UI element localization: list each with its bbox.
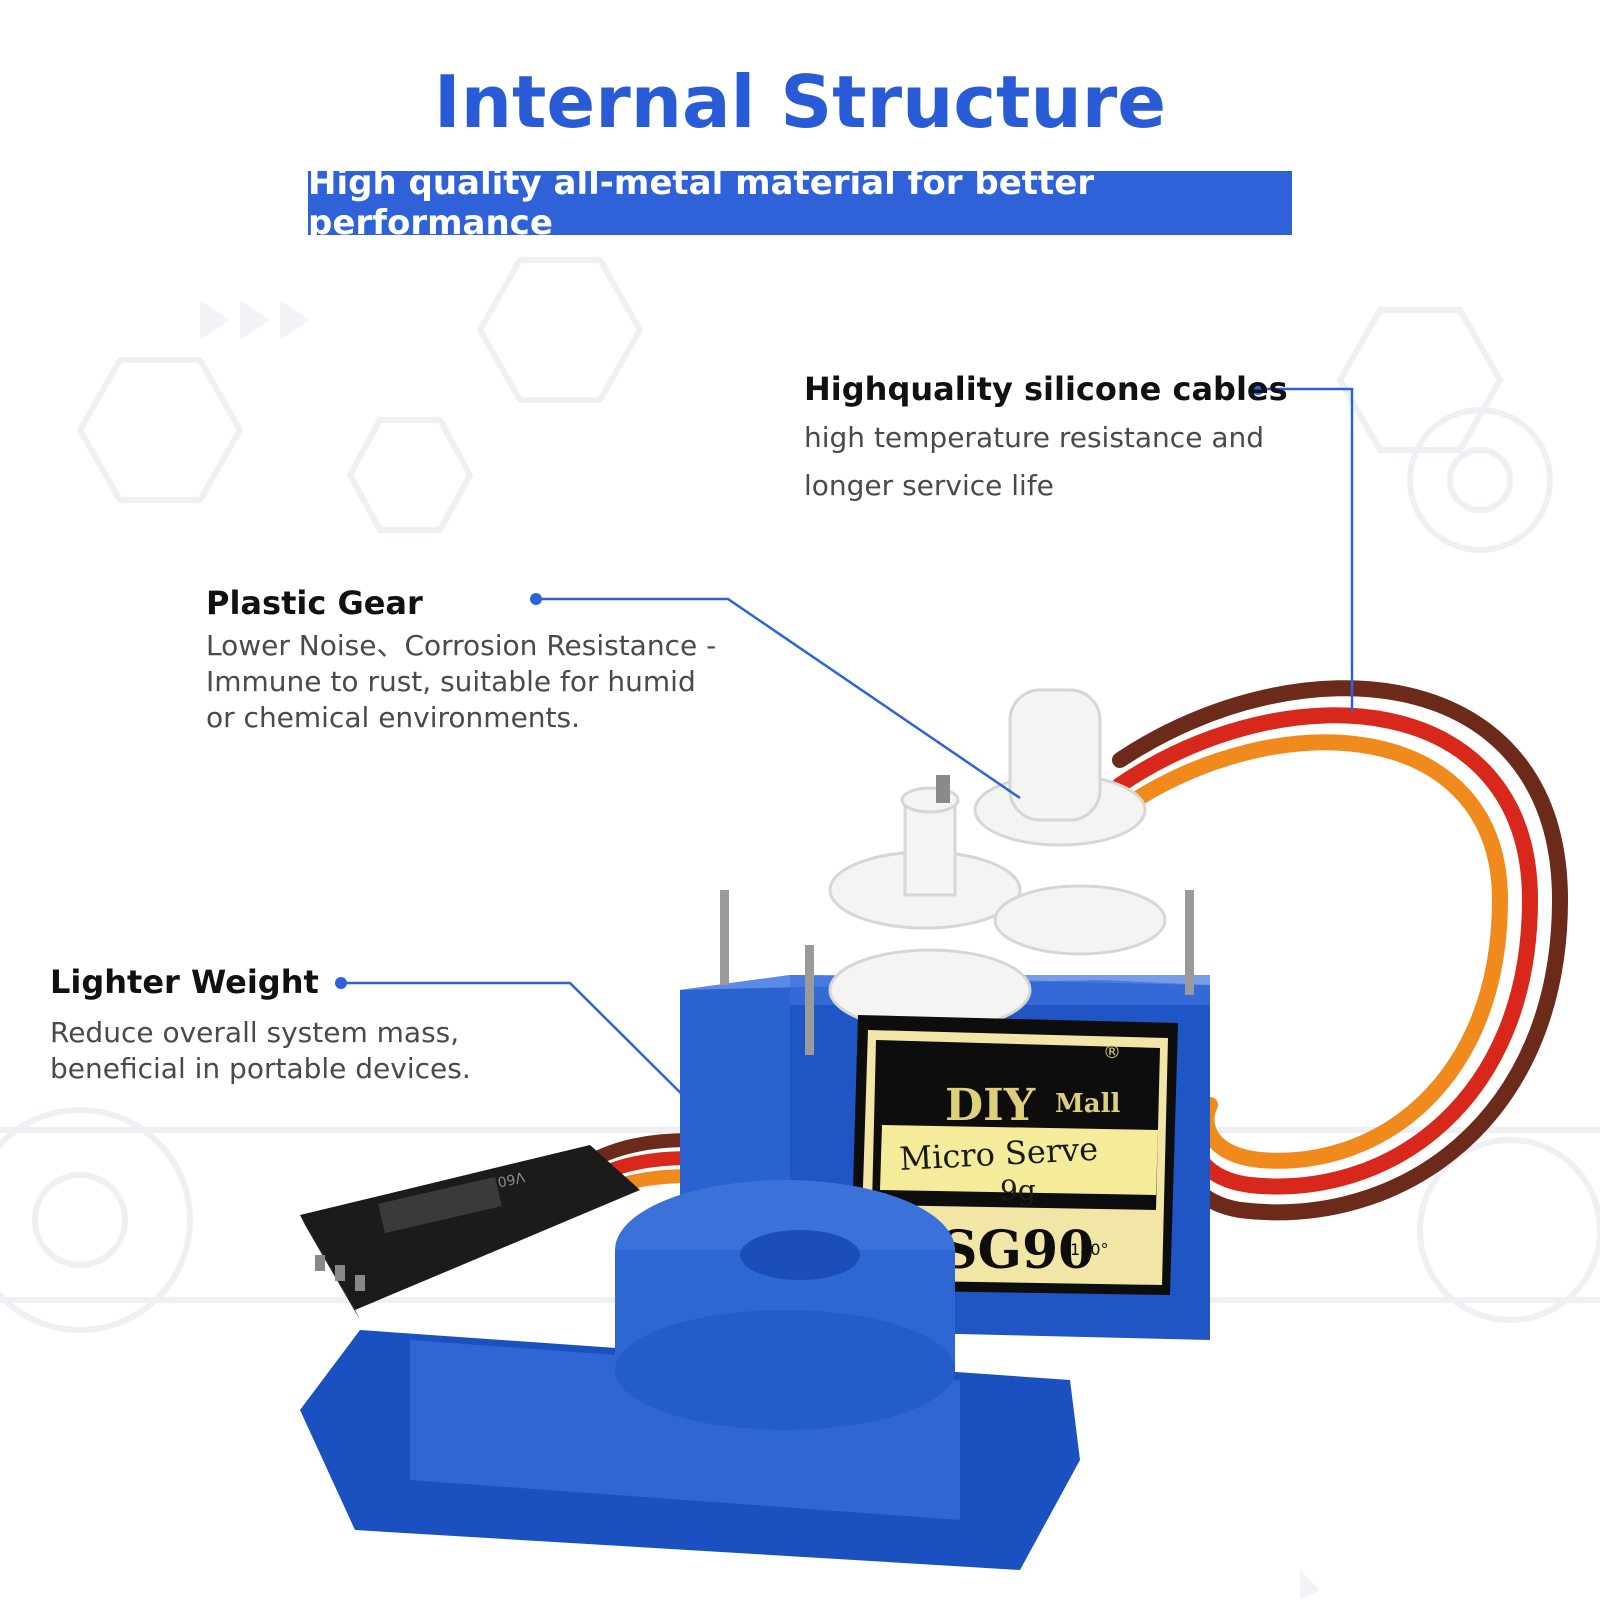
weight-title: Lighter Weight xyxy=(50,963,319,1001)
gear-title: Plastic Gear xyxy=(206,584,423,622)
gear-desc-line3: or chemical environments. xyxy=(206,701,581,734)
weight-desc-line1: Reduce overall system mass, xyxy=(50,1016,460,1049)
cables-desc-line1: high temperature resistance and xyxy=(804,421,1265,454)
servo-bottom-case xyxy=(300,1180,1080,1570)
label-model: SG90 xyxy=(940,1220,1094,1281)
connector-mark: V60 xyxy=(496,1168,526,1189)
gear-shaft xyxy=(936,775,950,803)
cables-desc-line2: longer service life xyxy=(804,469,1054,502)
screws xyxy=(720,890,1194,1055)
label-brand: DIY xyxy=(945,1080,1036,1131)
servo-connector xyxy=(300,1145,640,1320)
weight-desc-line2: beneficial in portable devices. xyxy=(50,1052,471,1085)
label-line2: 9g xyxy=(1000,1174,1036,1207)
gear-desc-line1: Lower Noise、Corrosion Resistance - xyxy=(206,629,717,662)
page-title: Internal Structure xyxy=(433,60,1167,144)
plastic-gears xyxy=(828,688,1167,1032)
label-brand-suffix: Mall xyxy=(1055,1089,1121,1119)
cables-title: Highquality silicone cables xyxy=(804,370,1288,408)
label-angle: 180° xyxy=(1070,1240,1109,1259)
label-registered: ® xyxy=(1103,1042,1121,1063)
gear-desc-line2: Immune to rust, suitable for humid xyxy=(206,665,696,698)
